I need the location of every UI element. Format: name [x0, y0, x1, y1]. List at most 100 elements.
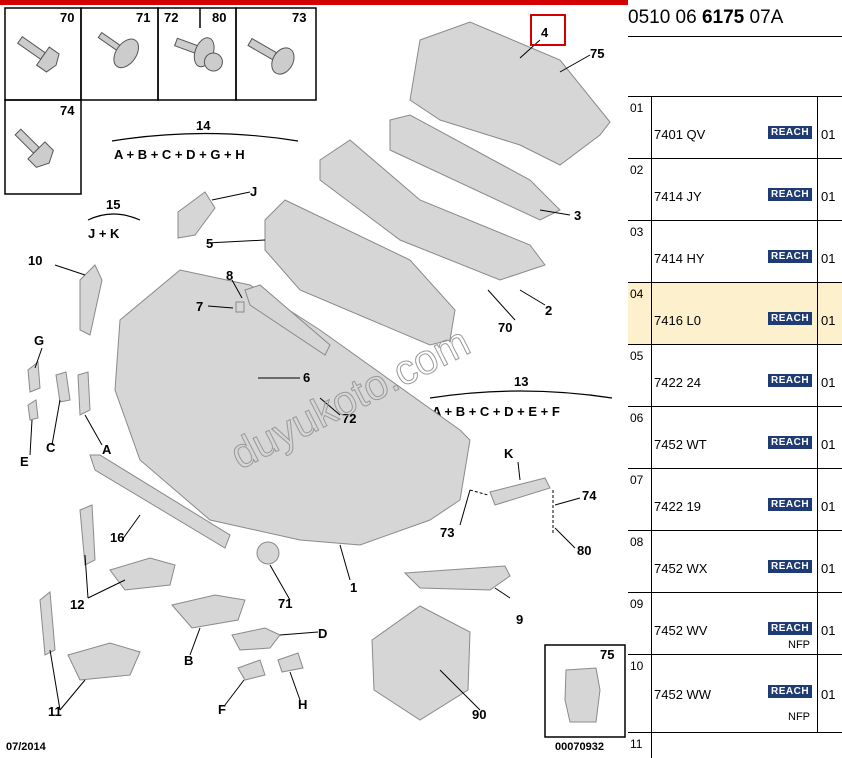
box-label-71: 71 — [136, 10, 150, 25]
callout-6: 6 — [303, 370, 310, 385]
part-code: 7452 WX — [654, 561, 708, 576]
reach-badge: REACH — [768, 250, 813, 263]
parts-row-05[interactable]: 05 7422 24 REACH 01 — [628, 344, 842, 406]
parts-row-11[interactable]: 11 — [628, 732, 842, 758]
callout-5: 5 — [206, 236, 213, 251]
row-divider — [817, 593, 818, 654]
parts-row-09[interactable]: 09 7452 WV REACH 01 NFP — [628, 592, 842, 654]
clip-75-icon — [564, 667, 601, 723]
callout-J: J — [250, 184, 257, 199]
callout-C: C — [46, 440, 56, 455]
row-divider — [817, 159, 818, 220]
row-number: 04 — [628, 283, 652, 344]
row-divider — [817, 407, 818, 468]
parts-row-04-selected[interactable]: 04 7416 L0 REACH 01 — [628, 282, 842, 344]
row-number: 01 — [628, 97, 652, 158]
callout-72: 72 — [342, 411, 356, 426]
reach-badge: REACH — [768, 374, 813, 387]
part-code: 7414 JY — [654, 189, 702, 204]
part-quantity: 01 — [821, 251, 836, 266]
reference-part-2: 6175 — [701, 7, 745, 28]
row-number: 09 — [628, 593, 652, 654]
callout-1: 1 — [350, 580, 357, 595]
group-13-number: 13 — [514, 374, 528, 389]
callout-90: 90 — [472, 707, 486, 722]
reach-badge: REACH — [768, 498, 813, 511]
group-15-brace — [87, 213, 141, 221]
part-code: 7422 19 — [654, 499, 701, 514]
parts-row-06[interactable]: 06 7452 WT REACH 01 — [628, 406, 842, 468]
row-number: 10 — [628, 655, 652, 732]
part-code: 7416 L0 — [654, 313, 701, 328]
row-number: 06 — [628, 407, 652, 468]
nfp-note: NFP — [788, 639, 810, 651]
parts-row-01[interactable]: 01 7401 QV REACH 01 — [628, 96, 842, 158]
parts-row-02[interactable]: 02 7414 JY REACH 01 — [628, 158, 842, 220]
callout-70: 70 — [498, 320, 512, 335]
part-code: 7452 WV — [654, 623, 708, 638]
callout-B: B — [184, 653, 193, 668]
part-quantity: 01 — [821, 127, 836, 142]
box-label-72: 72 — [164, 10, 178, 25]
row-number: 11 — [628, 733, 652, 758]
parts-list-panel: 0510 06 6175 07A 01 7401 QV REACH 01 02 … — [628, 0, 842, 758]
row-divider — [817, 97, 818, 158]
part-quantity: 01 — [821, 189, 836, 204]
group-13-parts: A + B + C + D + E + F — [432, 404, 560, 419]
group-13-brace — [429, 390, 613, 399]
parts-row-10[interactable]: 10 7452 WW REACH 01 NFP — [628, 654, 842, 732]
row-divider — [817, 221, 818, 282]
row-divider — [817, 469, 818, 530]
row-number: 07 — [628, 469, 652, 530]
reference-part-3: 07A — [744, 7, 784, 28]
reference-number: 0510 06 6175 07A — [628, 0, 842, 37]
callout-10: 10 — [28, 253, 42, 268]
callout-G: G — [34, 333, 44, 348]
group-14-brace — [111, 132, 299, 142]
callout-D: D — [318, 626, 327, 641]
part-code: 7414 HY — [654, 251, 705, 266]
row-number: 05 — [628, 345, 652, 406]
reach-badge: REACH — [768, 436, 813, 449]
exploded-parts-diagram: 70 71 72 80 73 74 14 A + B + C + D + G +… — [0, 0, 628, 753]
reach-badge: REACH — [768, 126, 813, 139]
row-divider — [817, 531, 818, 592]
callout-9: 9 — [516, 612, 523, 627]
reach-badge: REACH — [768, 622, 813, 635]
box-label-80: 80 — [212, 10, 226, 25]
group-15-parts: J + K — [88, 226, 120, 241]
callout-16: 16 — [110, 530, 124, 545]
highlight-box-4 — [530, 14, 566, 46]
callout-80: 75 — [590, 46, 604, 61]
row-number: 03 — [628, 221, 652, 282]
footer-date: 07/2014 — [6, 741, 47, 753]
part-shapes — [27, 21, 611, 721]
callout-2: 2 — [545, 303, 552, 318]
reference-part-1: 0510 06 — [628, 7, 702, 28]
group-15-number: 15 — [106, 197, 120, 212]
callout-71: 71 — [278, 596, 292, 611]
leader-lines — [29, 39, 591, 711]
top-red-bar — [0, 0, 628, 5]
part-quantity: 01 — [821, 561, 836, 576]
part-quantity: 01 — [821, 499, 836, 514]
row-divider — [817, 283, 818, 344]
callout-K: K — [504, 446, 514, 461]
part-code: 7452 WT — [654, 437, 707, 452]
callout-E: E — [20, 454, 29, 469]
callout-73: 73 — [440, 525, 454, 540]
row-divider — [817, 655, 818, 732]
callout-A: A — [102, 442, 112, 457]
callout-3: 3 — [574, 208, 581, 223]
callout-F: F — [218, 702, 226, 717]
parts-row-08[interactable]: 08 7452 WX REACH 01 — [628, 530, 842, 592]
screw-icons — [14, 31, 295, 168]
part-code: 7401 QV — [654, 127, 706, 142]
callout-4: 4 — [541, 25, 549, 40]
parts-row-07[interactable]: 07 7422 19 REACH 01 — [628, 468, 842, 530]
parts-row-03[interactable]: 03 7414 HY REACH 01 — [628, 220, 842, 282]
callout-12: 12 — [70, 597, 84, 612]
row-number: 08 — [628, 531, 652, 592]
callout-75: 74 — [582, 488, 597, 503]
callout-7: 7 — [196, 299, 203, 314]
